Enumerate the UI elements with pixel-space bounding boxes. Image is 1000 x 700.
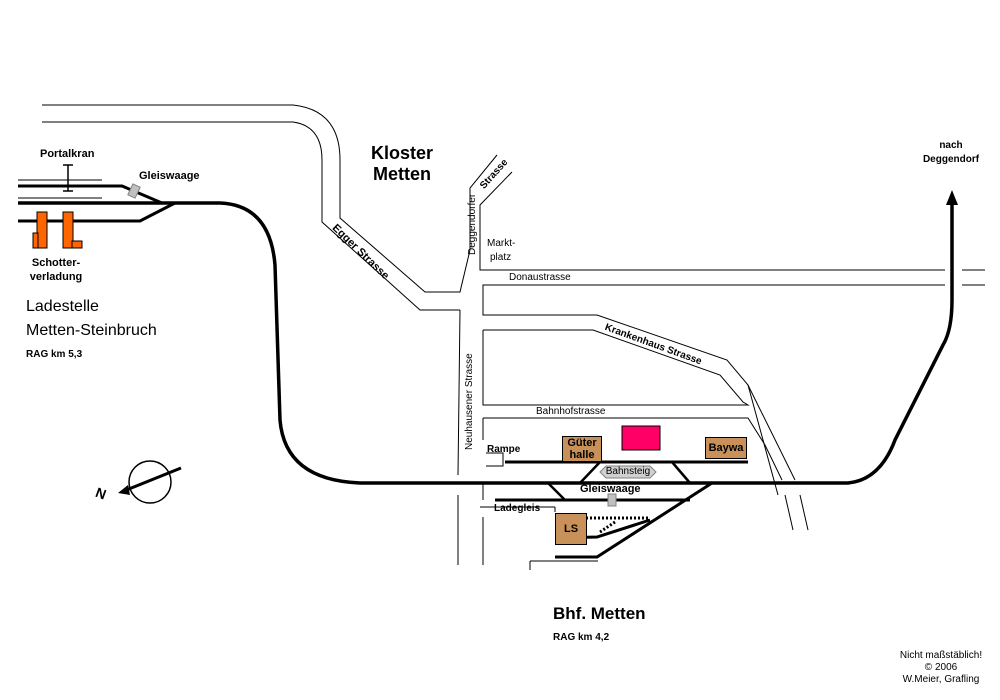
street-neuhausener: Neuhausener Strasse xyxy=(464,353,475,450)
track-bahnsteig-east xyxy=(671,461,691,484)
track-bahnsteig-west xyxy=(579,461,601,484)
label-schotter-1: Schotter- xyxy=(31,257,81,269)
tracks xyxy=(18,184,958,559)
label-ladestelle-1: Ladestelle xyxy=(26,298,99,315)
siding-portalkran xyxy=(18,184,163,205)
label-kloster-2: Metten xyxy=(373,164,431,184)
building-baywa: Baywa xyxy=(705,437,747,459)
label-schotter-2: verladung xyxy=(29,271,83,283)
siding-schotter xyxy=(18,201,176,223)
label-ladestelle-km: RAG km 5,3 xyxy=(26,349,83,360)
label-gleiswaage-left: Gleiswaage xyxy=(139,170,200,182)
mainline-track xyxy=(18,201,954,485)
label-markt-2: platz xyxy=(490,252,512,263)
portalkran-icon xyxy=(63,164,73,192)
track-ladegleis-west xyxy=(547,482,566,501)
gleiswaage-station-marker xyxy=(607,493,617,507)
street-donau: Donaustrasse xyxy=(509,272,571,283)
rampe-outline xyxy=(486,452,504,467)
label-deggendorf: Deggendorf xyxy=(922,154,980,165)
station-km: RAG km 4,2 xyxy=(553,632,610,643)
street-bahnhof: Bahnhofstrasse xyxy=(536,406,606,417)
road-egger-inner xyxy=(42,121,460,311)
label-portalkran: Portalkran xyxy=(40,148,95,160)
road-east-b-north xyxy=(747,384,796,481)
label-bahnsteig: Bahnsteig xyxy=(605,466,651,477)
building-magenta xyxy=(621,425,661,451)
building-gueterhalle-line1: Güter xyxy=(567,436,597,449)
label-rampe: Rampe xyxy=(487,444,521,455)
label-nach: nach xyxy=(939,140,963,151)
footer-author: W.Meier, Grafling xyxy=(902,674,980,685)
road-egger-outer xyxy=(42,104,498,293)
track-ls-dotted-diag xyxy=(599,520,616,534)
gleiswaage-left-marker xyxy=(127,183,141,199)
label-ladestelle-2: Metten-Steinbruch xyxy=(26,322,157,339)
schotterverladung-icon xyxy=(32,211,83,249)
track-diagonal-east xyxy=(555,481,713,559)
building-gueterhalle-line2: halle xyxy=(569,449,595,461)
road-east-crossing-b xyxy=(799,494,809,531)
road-marktplatz-block xyxy=(479,255,945,271)
road-deggendorfer-east xyxy=(479,171,513,255)
street-deggendorfer: Deggendorfer xyxy=(467,193,478,255)
building-gueterhalle: Güter halle xyxy=(562,436,602,462)
compass-icon xyxy=(118,460,182,504)
label-gleiswaage-station: Gleiswaage xyxy=(580,483,641,495)
label-kloster-1: Kloster xyxy=(370,143,433,163)
road-krankenhaus-block xyxy=(482,329,750,406)
label-markt-1: Markt- xyxy=(487,238,516,249)
roads xyxy=(18,104,985,570)
bahnsteig-platform xyxy=(599,465,657,479)
footer-copyright: © 2006 xyxy=(924,662,958,673)
arrow-up-icon xyxy=(946,190,958,205)
road-east-crossing-a xyxy=(784,494,794,531)
footer-scale-note: Nicht maßstäblich! xyxy=(899,650,983,661)
building-ls: LS xyxy=(555,513,587,545)
page-title: Bhf. Metten xyxy=(553,604,646,623)
road-neuhausener-west xyxy=(457,309,461,476)
label-ladegleis: Ladegleis xyxy=(494,503,541,514)
road-bahnhof-block xyxy=(483,417,783,481)
